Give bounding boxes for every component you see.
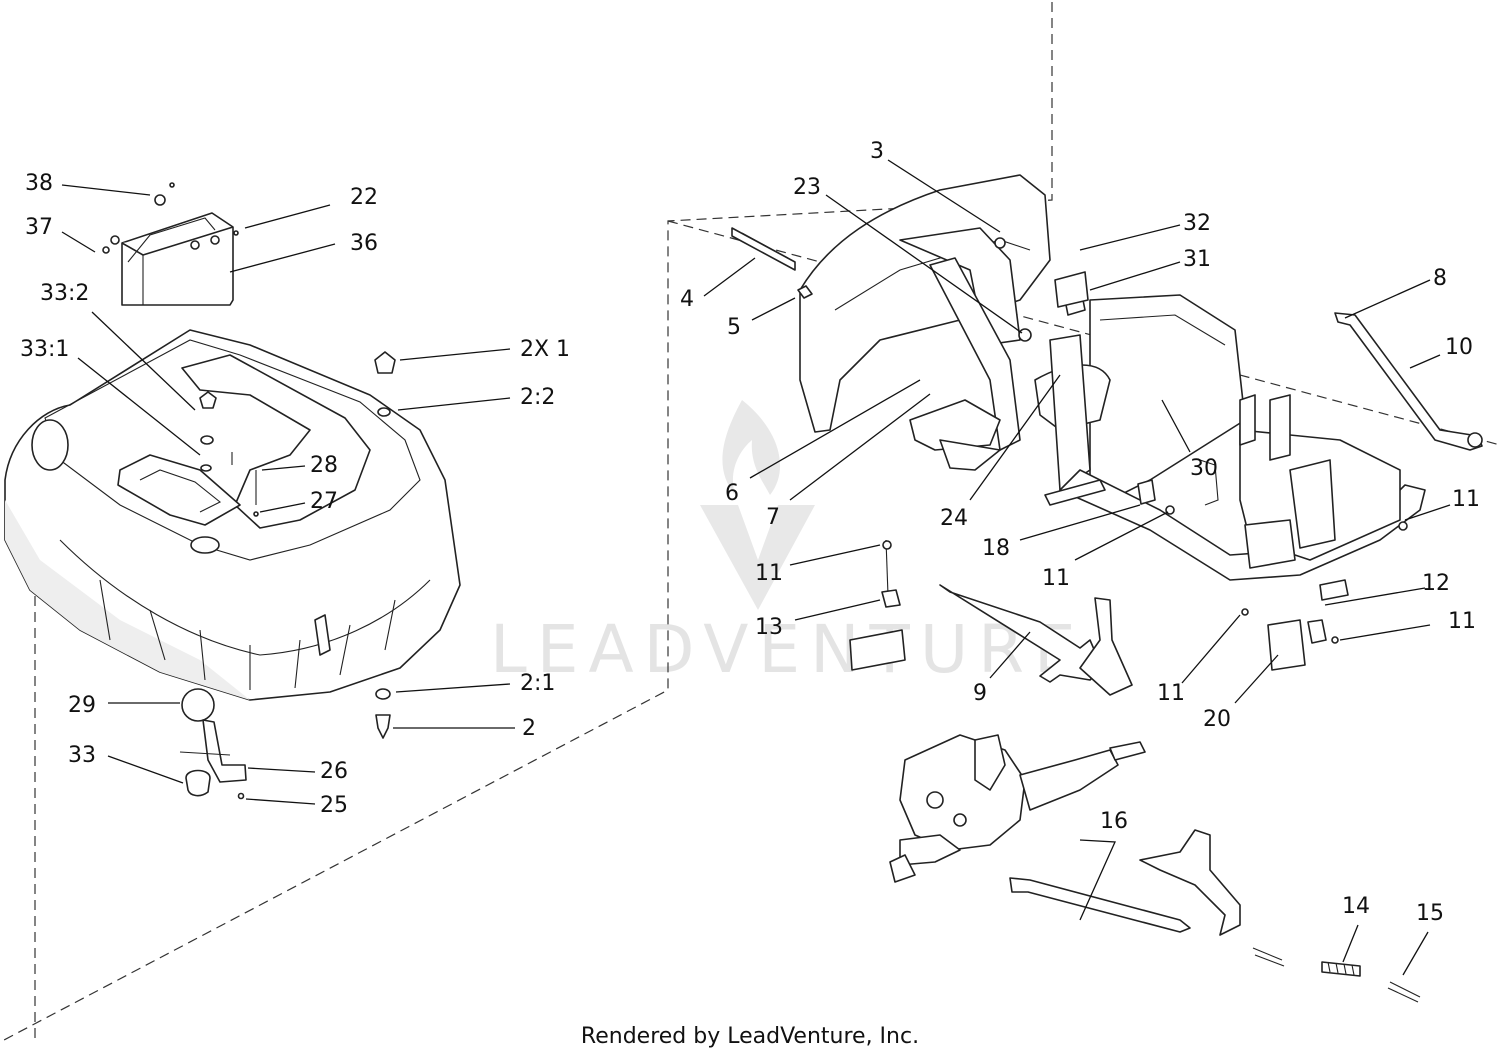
callout-11-b: 11 (1042, 566, 1070, 591)
callout-12: 12 (1422, 571, 1450, 596)
group-boundaries (3, 2, 1500, 1041)
callout-4: 4 (680, 287, 694, 312)
callout-10: 10 (1445, 335, 1473, 360)
callout-15: 15 (1416, 901, 1444, 926)
battery (110, 194, 234, 306)
shift-lever (179, 688, 247, 800)
callout-33-1: 33:1 (20, 337, 69, 362)
callout-2-1: 2:1 (520, 671, 555, 696)
callout-5: 5 (727, 315, 741, 340)
callout-7: 7 (766, 505, 780, 530)
handles-and-rods (731, 227, 1483, 696)
callout-31: 31 (1183, 247, 1211, 272)
transaxle (889, 734, 1146, 883)
callout-28: 28 (310, 453, 338, 478)
callout-37: 37 (25, 215, 53, 240)
callout-25: 25 (320, 793, 348, 818)
callout-36: 36 (350, 231, 378, 256)
callout-33: 33 (68, 743, 96, 768)
callout-18: 18 (982, 536, 1010, 561)
callout-9: 9 (973, 681, 987, 706)
callout-11-e: 11 (1157, 681, 1185, 706)
callout-30: 30 (1190, 456, 1218, 481)
callout-24: 24 (940, 506, 968, 531)
callout-11-a: 11 (1452, 487, 1480, 512)
callout-14: 14 (1342, 894, 1370, 919)
callout-38: 38 (25, 171, 53, 196)
callout-16: 16 (1100, 809, 1128, 834)
callout-8: 8 (1433, 266, 1447, 291)
callout-32: 32 (1183, 211, 1211, 236)
footer-credit: Rendered by LeadVenture, Inc. (581, 1024, 919, 1049)
callout-33-2: 33:2 (40, 281, 89, 306)
leader-lines (61, 159, 1451, 976)
callout-2x-1: 2X 1 (520, 337, 570, 362)
callout-2: 2 (522, 716, 536, 741)
frame-assembly (799, 174, 1426, 601)
callout-26: 26 (320, 759, 348, 784)
callout-labels: 38 37 22 36 33:2 33:1 2X 1 2:2 28 27 2:1… (20, 139, 1480, 926)
small-hardware-left (102, 182, 396, 739)
watermark-text: LEADVENTURE (490, 611, 1086, 688)
callout-6: 6 (725, 481, 739, 506)
callout-22: 22 (350, 185, 378, 210)
callout-27: 27 (310, 489, 338, 514)
drive-cable-and-linkage (1009, 829, 1421, 1003)
watermark: LEADVENTURE (490, 400, 1086, 688)
callout-23: 23 (793, 175, 821, 200)
callout-20: 20 (1203, 707, 1231, 732)
callout-13: 13 (755, 615, 783, 640)
callout-11-c: 11 (755, 561, 783, 586)
callout-3: 3 (870, 139, 884, 164)
callout-29: 29 (68, 693, 96, 718)
watermark-logo-icon (700, 400, 815, 610)
body-shroud (4, 329, 461, 701)
callout-2-2: 2:2 (520, 385, 555, 410)
callout-11-d: 11 (1448, 609, 1476, 634)
